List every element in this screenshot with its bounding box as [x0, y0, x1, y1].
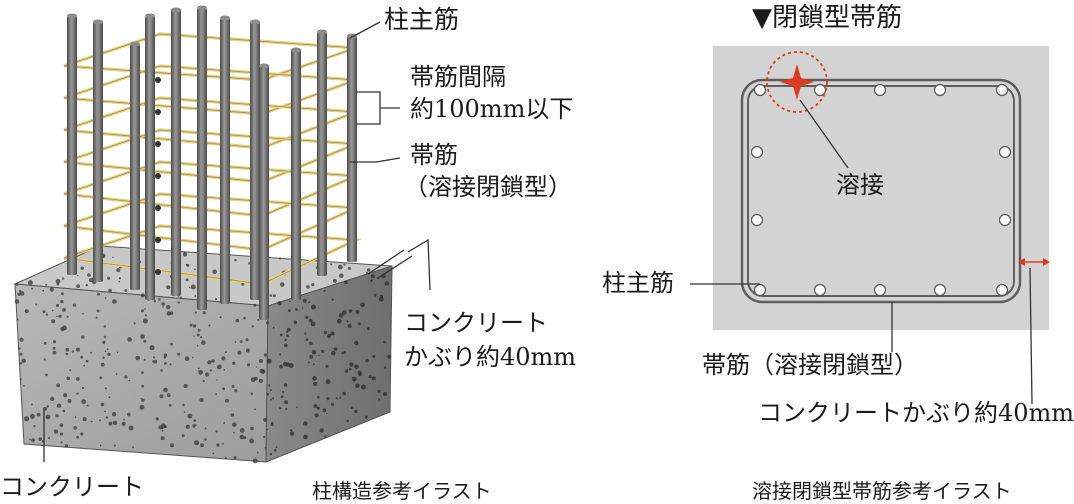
cross-section [713, 46, 1049, 330]
main-rebar-circle [750, 145, 764, 159]
weld-dot [155, 269, 161, 275]
hoop-bar [63, 64, 357, 116]
leader-hoop [350, 157, 401, 163]
hoop-bar [63, 160, 357, 218]
main-rebar-back [197, 8, 207, 310]
main-rebar-circle [813, 283, 827, 297]
cover-dimension-arrow [1018, 258, 1050, 266]
weld-dot [155, 237, 161, 243]
main-rebar-circle [995, 283, 1009, 297]
main-rebar-circles [750, 83, 1012, 297]
concrete-block [13, 245, 393, 464]
main-rebar-front [67, 16, 77, 275]
weld-dot [155, 109, 161, 115]
leader-cover-1 [367, 249, 405, 275]
main-rebar-circle [873, 283, 887, 297]
main-rebar-back [347, 36, 357, 262]
label-cover-line2: かぶり約40mm [404, 343, 577, 371]
main-rebar-circle [873, 83, 887, 97]
section-title-text: 閉鎖型帯筋 [772, 3, 903, 33]
main-rebar-circle [998, 145, 1012, 159]
main-rebar-front [171, 10, 181, 296]
main-rebar-circle [753, 283, 767, 297]
label-hoop-spacing-line2: 約100mm以下 [410, 95, 574, 123]
main-rebar-front [291, 50, 301, 300]
label-hoop-spacing-line1: 帯筋間隔 [410, 63, 506, 91]
weld-dot [155, 141, 161, 147]
concrete-side-face [265, 265, 393, 463]
hoop-bar [63, 32, 357, 82]
leader-main-rebar [349, 21, 381, 39]
main-rebar-front [259, 66, 269, 320]
main-rebar-circle [933, 283, 947, 297]
main-rebar-back [317, 32, 327, 276]
weld-dot [155, 173, 161, 179]
caption-left: 柱構造参考イラスト [312, 479, 492, 503]
main-rebar-circle [998, 213, 1012, 227]
weld-dot [155, 205, 161, 211]
label-weld: 溶接 [836, 171, 884, 199]
main-rebar-circle [995, 83, 1009, 97]
caption-right: 溶接閉鎖型帯筋参考イラスト [752, 479, 1012, 503]
main-rebar-circle [933, 83, 947, 97]
label-hoop-line1: 帯筋 [410, 141, 458, 169]
leader-cover-2 [377, 255, 413, 279]
leader-hoop-spacing [356, 91, 381, 125]
main-rebar-back [250, 22, 260, 300]
rebar-cage [63, 5, 363, 320]
left-leader-lines [43, 21, 431, 462]
section-title: ▼閉鎖型帯筋 [752, 3, 903, 34]
label-cover-line1: コンクリート [404, 309, 548, 337]
label-concrete: コンクリート [0, 473, 144, 501]
leader-cover [407, 238, 431, 291]
leader-right-cover [1029, 267, 1033, 405]
right-leader-lines [690, 99, 1033, 405]
main-rebar-circle [753, 83, 767, 97]
triangle-down-icon: ▼ [752, 3, 772, 33]
main-rebar-front [130, 44, 140, 290]
label-main-rebar: 柱主筋 [384, 5, 460, 34]
main-rebar-front [220, 18, 230, 304]
label-right-cover: コンクリートかぶり約40mm [758, 399, 1074, 427]
weld-mark-icon [780, 64, 814, 100]
weld-dot [155, 77, 161, 83]
label-right-main-rebar: 柱主筋 [602, 269, 674, 297]
leader-weld [799, 99, 849, 169]
label-hoop-line2: （溶接閉鎖型） [404, 173, 572, 201]
hoop-bar [63, 192, 357, 252]
main-rebar-circle [750, 213, 764, 227]
weld-highlight-circle [766, 51, 828, 113]
main-rebar-back [145, 16, 155, 300]
hoop-outer [740, 78, 1022, 304]
label-right-hoop: 帯筋（溶接閉鎖型） [702, 351, 918, 379]
main-rebar-front [93, 22, 103, 282]
